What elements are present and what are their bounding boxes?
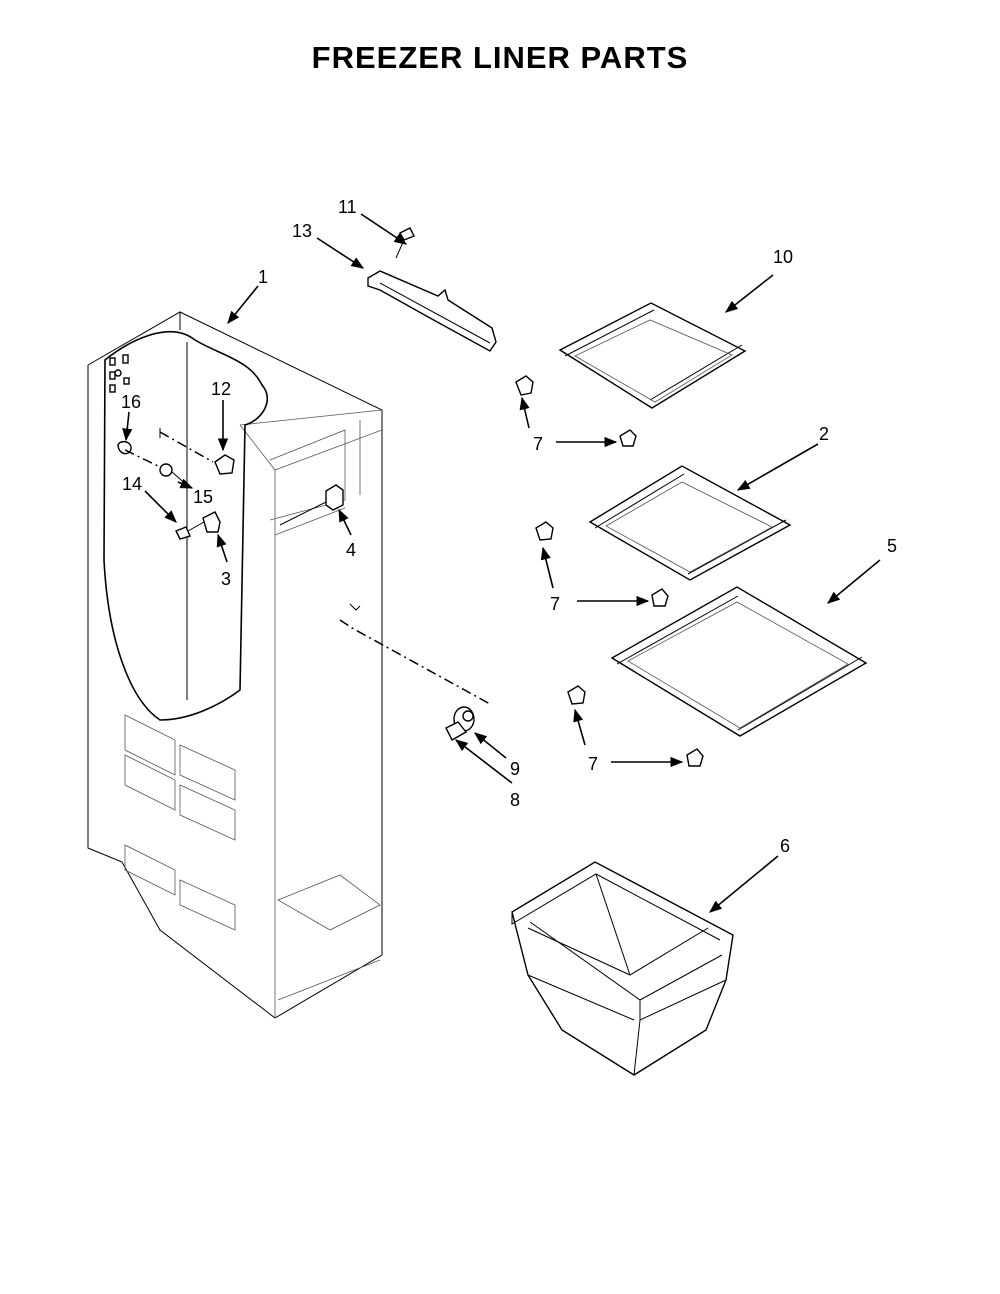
callout-7-top: 7 [533,434,543,454]
callout-16: 16 [121,392,141,412]
callout-2: 2 [819,424,829,444]
callout-4: 4 [346,540,356,560]
shelf-10 [558,302,747,409]
shelf-2 [588,465,792,581]
shelf-rail [367,227,497,352]
callout-6: 6 [780,836,790,856]
shelf-5 [610,586,868,737]
liner-small-parts [117,428,344,540]
callout-14: 14 [122,474,142,494]
freezer-bin [511,861,734,1076]
callout-8: 8 [510,790,520,810]
callout-1: 1 [258,267,268,287]
shelf-supports [515,375,704,767]
callout-15: 15 [193,487,213,507]
callout-3: 3 [221,569,231,589]
callout-12: 12 [211,379,231,399]
callout-10: 10 [773,247,793,267]
callout-9: 9 [510,759,520,779]
freezer-liner [87,311,383,1019]
page-title: FREEZER LINER PARTS [311,40,689,75]
callout-13: 13 [292,221,312,241]
callout-5: 5 [887,536,897,556]
callout-7-bottom: 7 [588,754,598,774]
leader-lines [122,213,881,913]
pin-assembly [339,603,491,741]
callout-11: 11 [338,197,357,217]
callout-labels: 1 2 3 4 5 6 7 7 7 8 9 10 11 12 13 14 15 … [121,197,897,856]
callout-7-middle: 7 [550,594,560,614]
